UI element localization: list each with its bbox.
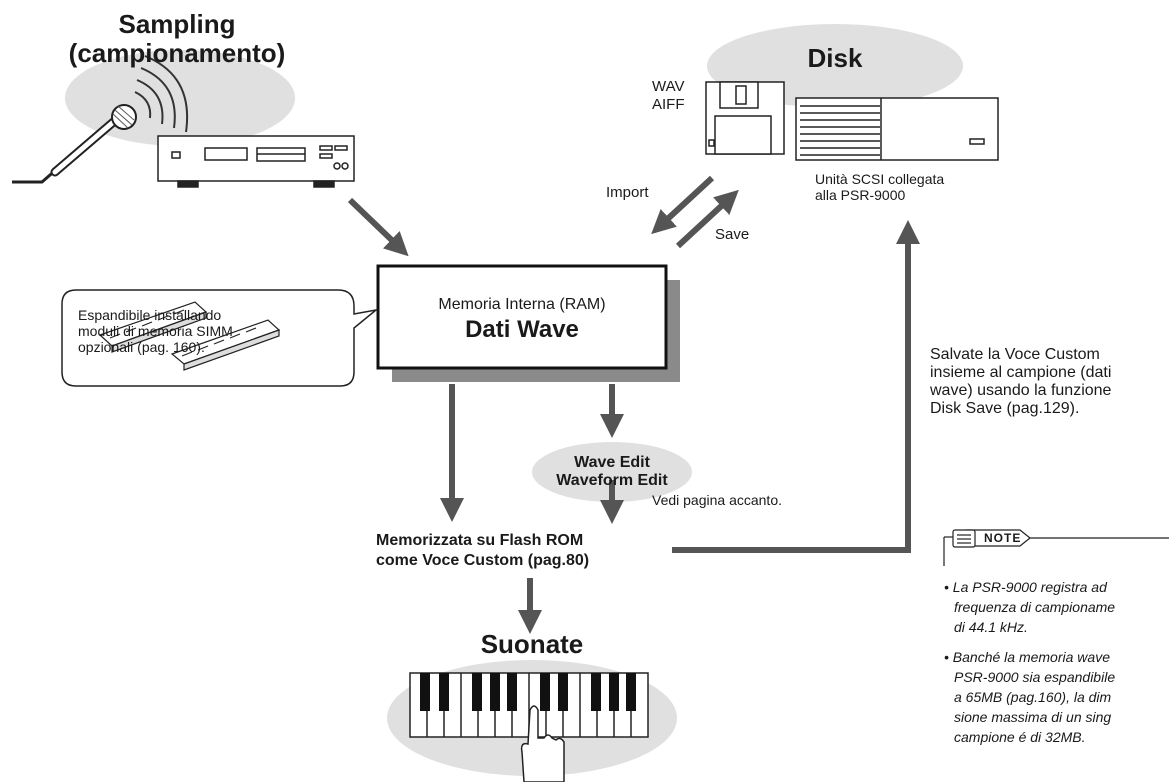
flow-arrows (347, 175, 920, 634)
arrow-save (675, 189, 739, 249)
scsi-drive-icon (795, 97, 999, 161)
microphone-icon (12, 55, 189, 184)
edit-see: Vedi pagina accanto. (652, 492, 782, 508)
note-box (943, 529, 1169, 566)
save-note-line1: Salvate la Voce Custom (930, 346, 1100, 363)
hand-icon (520, 705, 565, 782)
disk-title: Disk (807, 43, 863, 73)
callout-line3: opzionali (pag. 160). (78, 339, 205, 355)
save-note-line3: wave) usando la funzione (930, 382, 1112, 399)
flash-line1: Memorizzata su Flash ROM (376, 532, 584, 549)
note-item-1-line2: frequenza di campioname (954, 599, 1116, 615)
simm-module-icon (98, 301, 281, 371)
sampling-title-line2: (campionamento) (68, 38, 286, 68)
arrow-sampling-to-ram (347, 197, 409, 257)
scsi-caption-line2: alla PSR-9000 (815, 187, 906, 203)
sampling-title: Sampling (campionamento) (62, 10, 292, 68)
note-item-2-line5: campione é di 32MB. (954, 729, 1086, 745)
flash-line2: come Voce Custom (pag.80) (376, 552, 590, 569)
import-label: Import (606, 184, 649, 201)
save-label: Save (715, 226, 750, 243)
disk-format-wav: WAV (652, 78, 685, 95)
note-item-1-line3: di 44.1 kHz. (954, 619, 1028, 635)
ram-line2: Dati Wave (465, 316, 579, 343)
note-item-1-line1: • La PSR-9000 registra ad (944, 579, 1107, 595)
ram-box (376, 264, 668, 370)
arrow-import (651, 175, 715, 235)
edit-line1: Wave Edit (574, 454, 650, 471)
play-title: Suonate (480, 629, 584, 659)
note-label: NOTE (984, 531, 1022, 545)
note-item-2-line3: a 65MB (pag.160), la dim (954, 689, 1112, 705)
edit-line2: Waveform Edit (556, 472, 668, 489)
cd-player-icon (157, 135, 355, 188)
note-item-2-line1: • Banché la memoria wave (944, 649, 1110, 665)
sampling-title-line1: Sampling (118, 9, 236, 39)
note-item-2-line2: PSR-9000 sia espandibile (954, 669, 1116, 685)
edit-ellipse (532, 442, 692, 502)
save-note-line2: insieme al campione (dati (930, 364, 1112, 381)
save-note-line4: Disk Save (pag.129). (930, 400, 1080, 417)
note-item-2-line4: sione massima di un sing (954, 709, 1112, 725)
arrow-flash-to-disk (672, 220, 920, 553)
disk-format-aiff: AIFF (652, 96, 685, 113)
callout-line1: Espandibile installando (78, 307, 222, 323)
callout-line2: moduli di memoria SIMM (78, 323, 233, 339)
floppy-disk-icon (705, 81, 785, 155)
scsi-caption-line1: Unità SCSI collegata (815, 171, 945, 187)
ram-line1: Memoria Interna (RAM) (438, 296, 606, 313)
